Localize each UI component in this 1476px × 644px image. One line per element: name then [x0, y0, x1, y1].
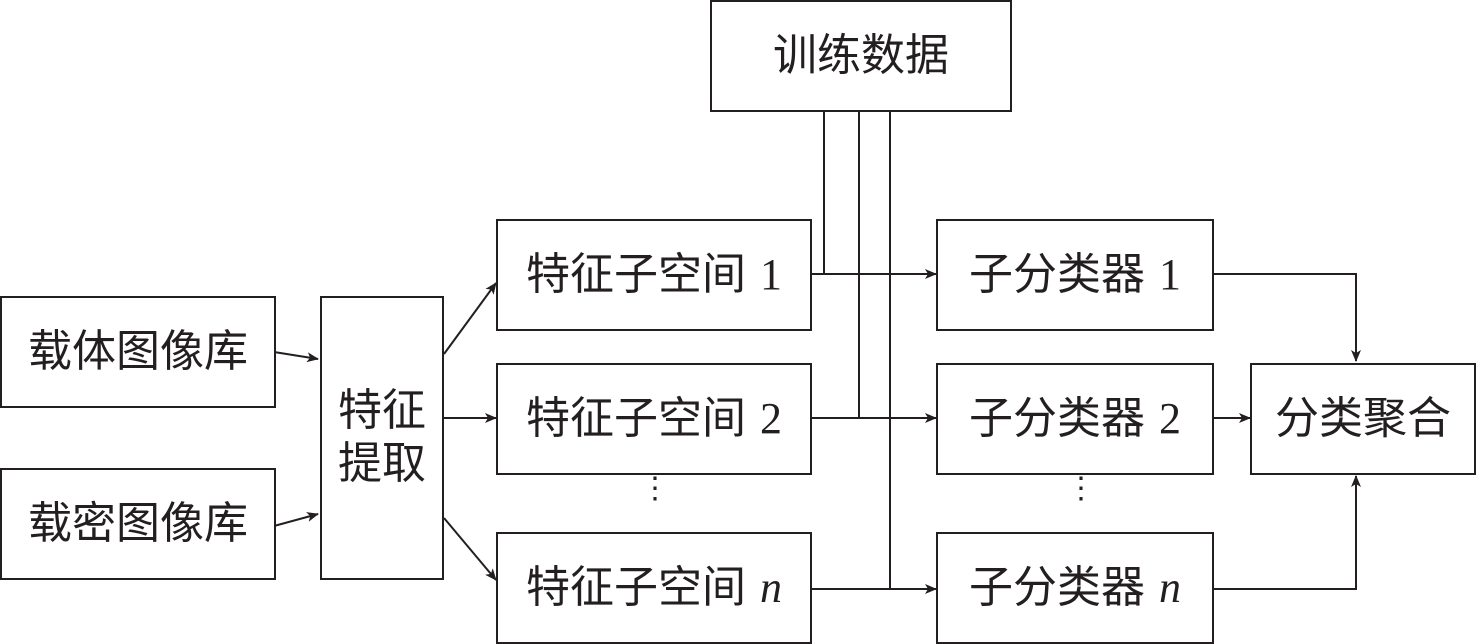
arrow-extract-to-subspace-n — [443, 517, 497, 581]
sub-classifier-n-label: 子分类器 — [969, 562, 1145, 613]
sub-classifier-1-box: 子分类器 1 — [936, 219, 1214, 331]
feature-extraction-label-line-1: 特征 — [338, 385, 426, 437]
sub-classifier-2-index: 2 — [1159, 394, 1181, 443]
feature-subspace-2-index: 2 — [760, 394, 782, 443]
feature-subspace-1-box: 特征子空间 1 — [496, 219, 812, 331]
arrow-classifier-n-to-aggregation — [1212, 475, 1361, 590]
sub-classifier-n-box: 子分类器 n — [936, 532, 1214, 644]
training-data-box: 训练数据 — [710, 0, 1012, 112]
subspace-ellipsis: ⋮ — [640, 472, 670, 505]
sub-classifier-1-index: 1 — [1159, 250, 1181, 299]
cover-image-library-box: 载体图像库 — [0, 296, 276, 408]
cover-image-library-label: 载体图像库 — [28, 326, 248, 377]
arrow-classifier-1-to-aggregation — [1212, 273, 1361, 362]
feature-subspace-1-label: 特征子空间 — [526, 249, 746, 300]
feature-subspace-2-label: 特征子空间 — [526, 393, 746, 444]
sub-classifier-1-label: 子分类器 — [969, 249, 1145, 300]
arrow-extract-to-subspace-1 — [443, 282, 497, 355]
sub-classifier-n-index: n — [1159, 563, 1181, 612]
classifier-ellipsis: ⋮ — [1066, 472, 1096, 505]
stego-image-library-box: 载密图像库 — [0, 468, 276, 580]
feature-subspace-1-index: 1 — [760, 250, 782, 299]
classification-aggregation-label: 分类聚合 — [1275, 393, 1451, 444]
feature-subspace-2-box: 特征子空间 2 — [496, 363, 812, 475]
classification-aggregation-box: 分类聚合 — [1250, 363, 1476, 475]
arrow-cover-to-extract — [273, 351, 319, 363]
training-data-label: 训练数据 — [773, 30, 949, 81]
sub-classifier-2-box: 子分类器 2 — [936, 363, 1214, 475]
feature-extraction-box: 特征 提取 — [320, 296, 444, 580]
feature-subspace-n-label: 特征子空间 — [526, 562, 746, 613]
sub-classifier-2-label: 子分类器 — [969, 393, 1145, 444]
feature-subspace-n-box: 特征子空间 n — [496, 532, 812, 644]
stego-image-library-label: 载密图像库 — [28, 498, 248, 549]
feature-extraction-label-line-2: 提取 — [338, 438, 426, 489]
arrow-stego-to-extract — [273, 512, 319, 527]
feature-subspace-n-index: n — [760, 563, 782, 612]
